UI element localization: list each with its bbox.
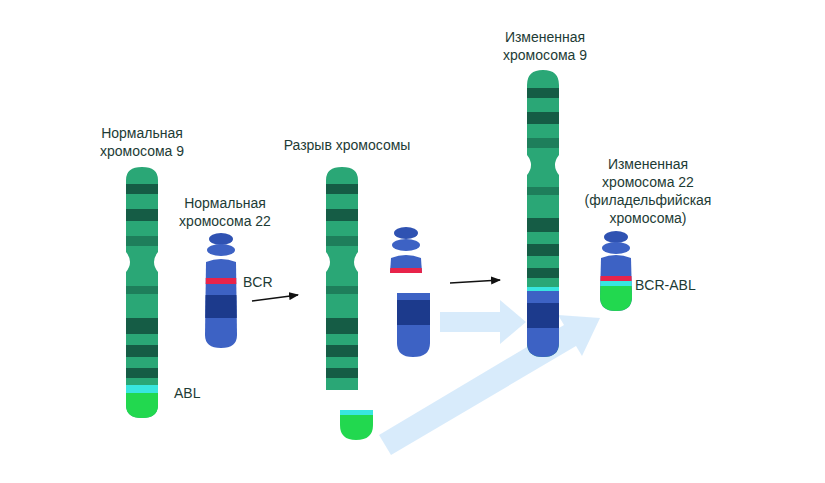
gene-label: ABL (174, 384, 214, 402)
abl-fragment (335, 405, 380, 445)
philadelphia-chromosome (595, 231, 640, 316)
chromosome-9 (120, 160, 165, 423)
translocation-arrow (440, 300, 526, 344)
step-arrow (252, 295, 298, 301)
chromosome-label: Измененная хромосома 9 (485, 28, 605, 64)
chromosome-label: Нормальная хромосома 9 (87, 124, 197, 160)
chromosome-22 (200, 233, 245, 350)
broken-chromosome-22 (385, 227, 437, 360)
gene-label: BCR-ABL (635, 276, 715, 294)
chromosome-label: Измененная хромосома 22 (филадельфийская… (578, 155, 718, 227)
chromosome-label: Нормальная хромосома 22 (165, 194, 285, 230)
stage-label: Разрыв хромосомы (262, 136, 432, 154)
broken-chromosome-9 (320, 160, 365, 395)
gene-label: BCR (243, 273, 283, 291)
derivative-chromosome-9 (520, 65, 565, 365)
step-arrow (450, 280, 500, 283)
